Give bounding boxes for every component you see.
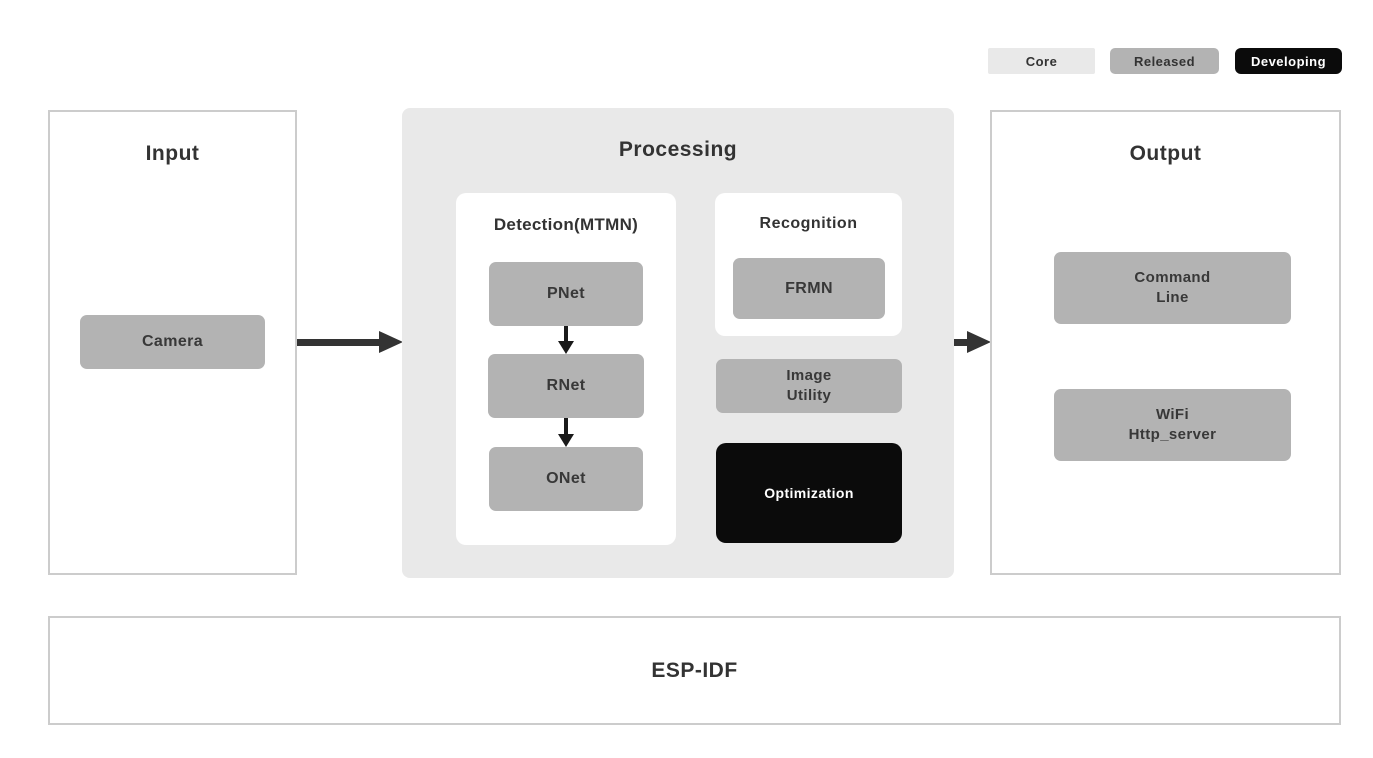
legend-chip-core-label: Core bbox=[1025, 53, 1058, 69]
node-onet: ONet bbox=[489, 447, 643, 511]
node-pnet-label: PNet bbox=[546, 285, 586, 303]
node-optimization-label: Optimization bbox=[764, 484, 854, 501]
node-command-line: Command Line bbox=[1054, 252, 1291, 324]
node-frmn-label: FRMN bbox=[785, 279, 833, 297]
node-command-line-label-line2: Line bbox=[1156, 289, 1189, 306]
arrow-pnet-to-rnet-shaft bbox=[564, 326, 568, 342]
arrow-rnet-to-onet-head bbox=[558, 434, 574, 447]
legend-chip-released-label: Released bbox=[1133, 53, 1196, 69]
node-optimization: Optimization bbox=[716, 443, 902, 543]
arrow-pnet-to-rnet-head bbox=[558, 341, 574, 354]
node-command-line-label-line1: Command bbox=[1134, 268, 1211, 286]
node-image-utility-label-line1: Image bbox=[786, 366, 832, 384]
arrow-processing-to-output-shaft bbox=[954, 339, 974, 346]
output-panel-title: Output bbox=[1129, 142, 1202, 165]
output-panel: Output bbox=[990, 110, 1341, 575]
node-pnet: PNet bbox=[489, 262, 643, 326]
node-image-utility-label-line2: Utility bbox=[786, 387, 832, 404]
node-rnet-label: RNet bbox=[546, 377, 586, 395]
node-camera: Camera bbox=[80, 315, 265, 369]
node-frmn: FRMN bbox=[733, 258, 885, 319]
arrow-processing-to-output-head bbox=[967, 331, 991, 353]
node-rnet: RNet bbox=[488, 354, 644, 418]
node-wifi-http-server-label-line2: Http_server bbox=[1128, 426, 1217, 443]
arrow-input-to-processing-shaft bbox=[297, 339, 381, 346]
arrow-rnet-to-onet-shaft bbox=[564, 418, 568, 435]
node-wifi-http-server: WiFi Http_server bbox=[1054, 389, 1291, 461]
recognition-card-title: Recognition bbox=[759, 215, 858, 232]
esp-idf-panel-title: ESP-IDF bbox=[651, 658, 738, 682]
node-wifi-http-server-label-line1: WiFi bbox=[1155, 405, 1190, 423]
arrow-input-to-processing-head bbox=[379, 331, 403, 353]
legend-chip-core: Core bbox=[988, 48, 1095, 74]
legend-chip-developing-label: Developing bbox=[1250, 53, 1327, 69]
node-camera-label: Camera bbox=[141, 333, 204, 351]
detection-card-title: Detection(MTMN) bbox=[493, 215, 639, 234]
processing-panel-title: Processing bbox=[618, 138, 738, 161]
esp-idf-panel: ESP-IDF bbox=[48, 616, 1341, 725]
node-onet-label: ONet bbox=[546, 470, 586, 488]
legend-chip-released: Released bbox=[1110, 48, 1219, 74]
legend-chip-developing: Developing bbox=[1235, 48, 1342, 74]
input-panel-title: Input bbox=[145, 142, 200, 165]
node-image-utility: Image Utility bbox=[716, 359, 902, 413]
